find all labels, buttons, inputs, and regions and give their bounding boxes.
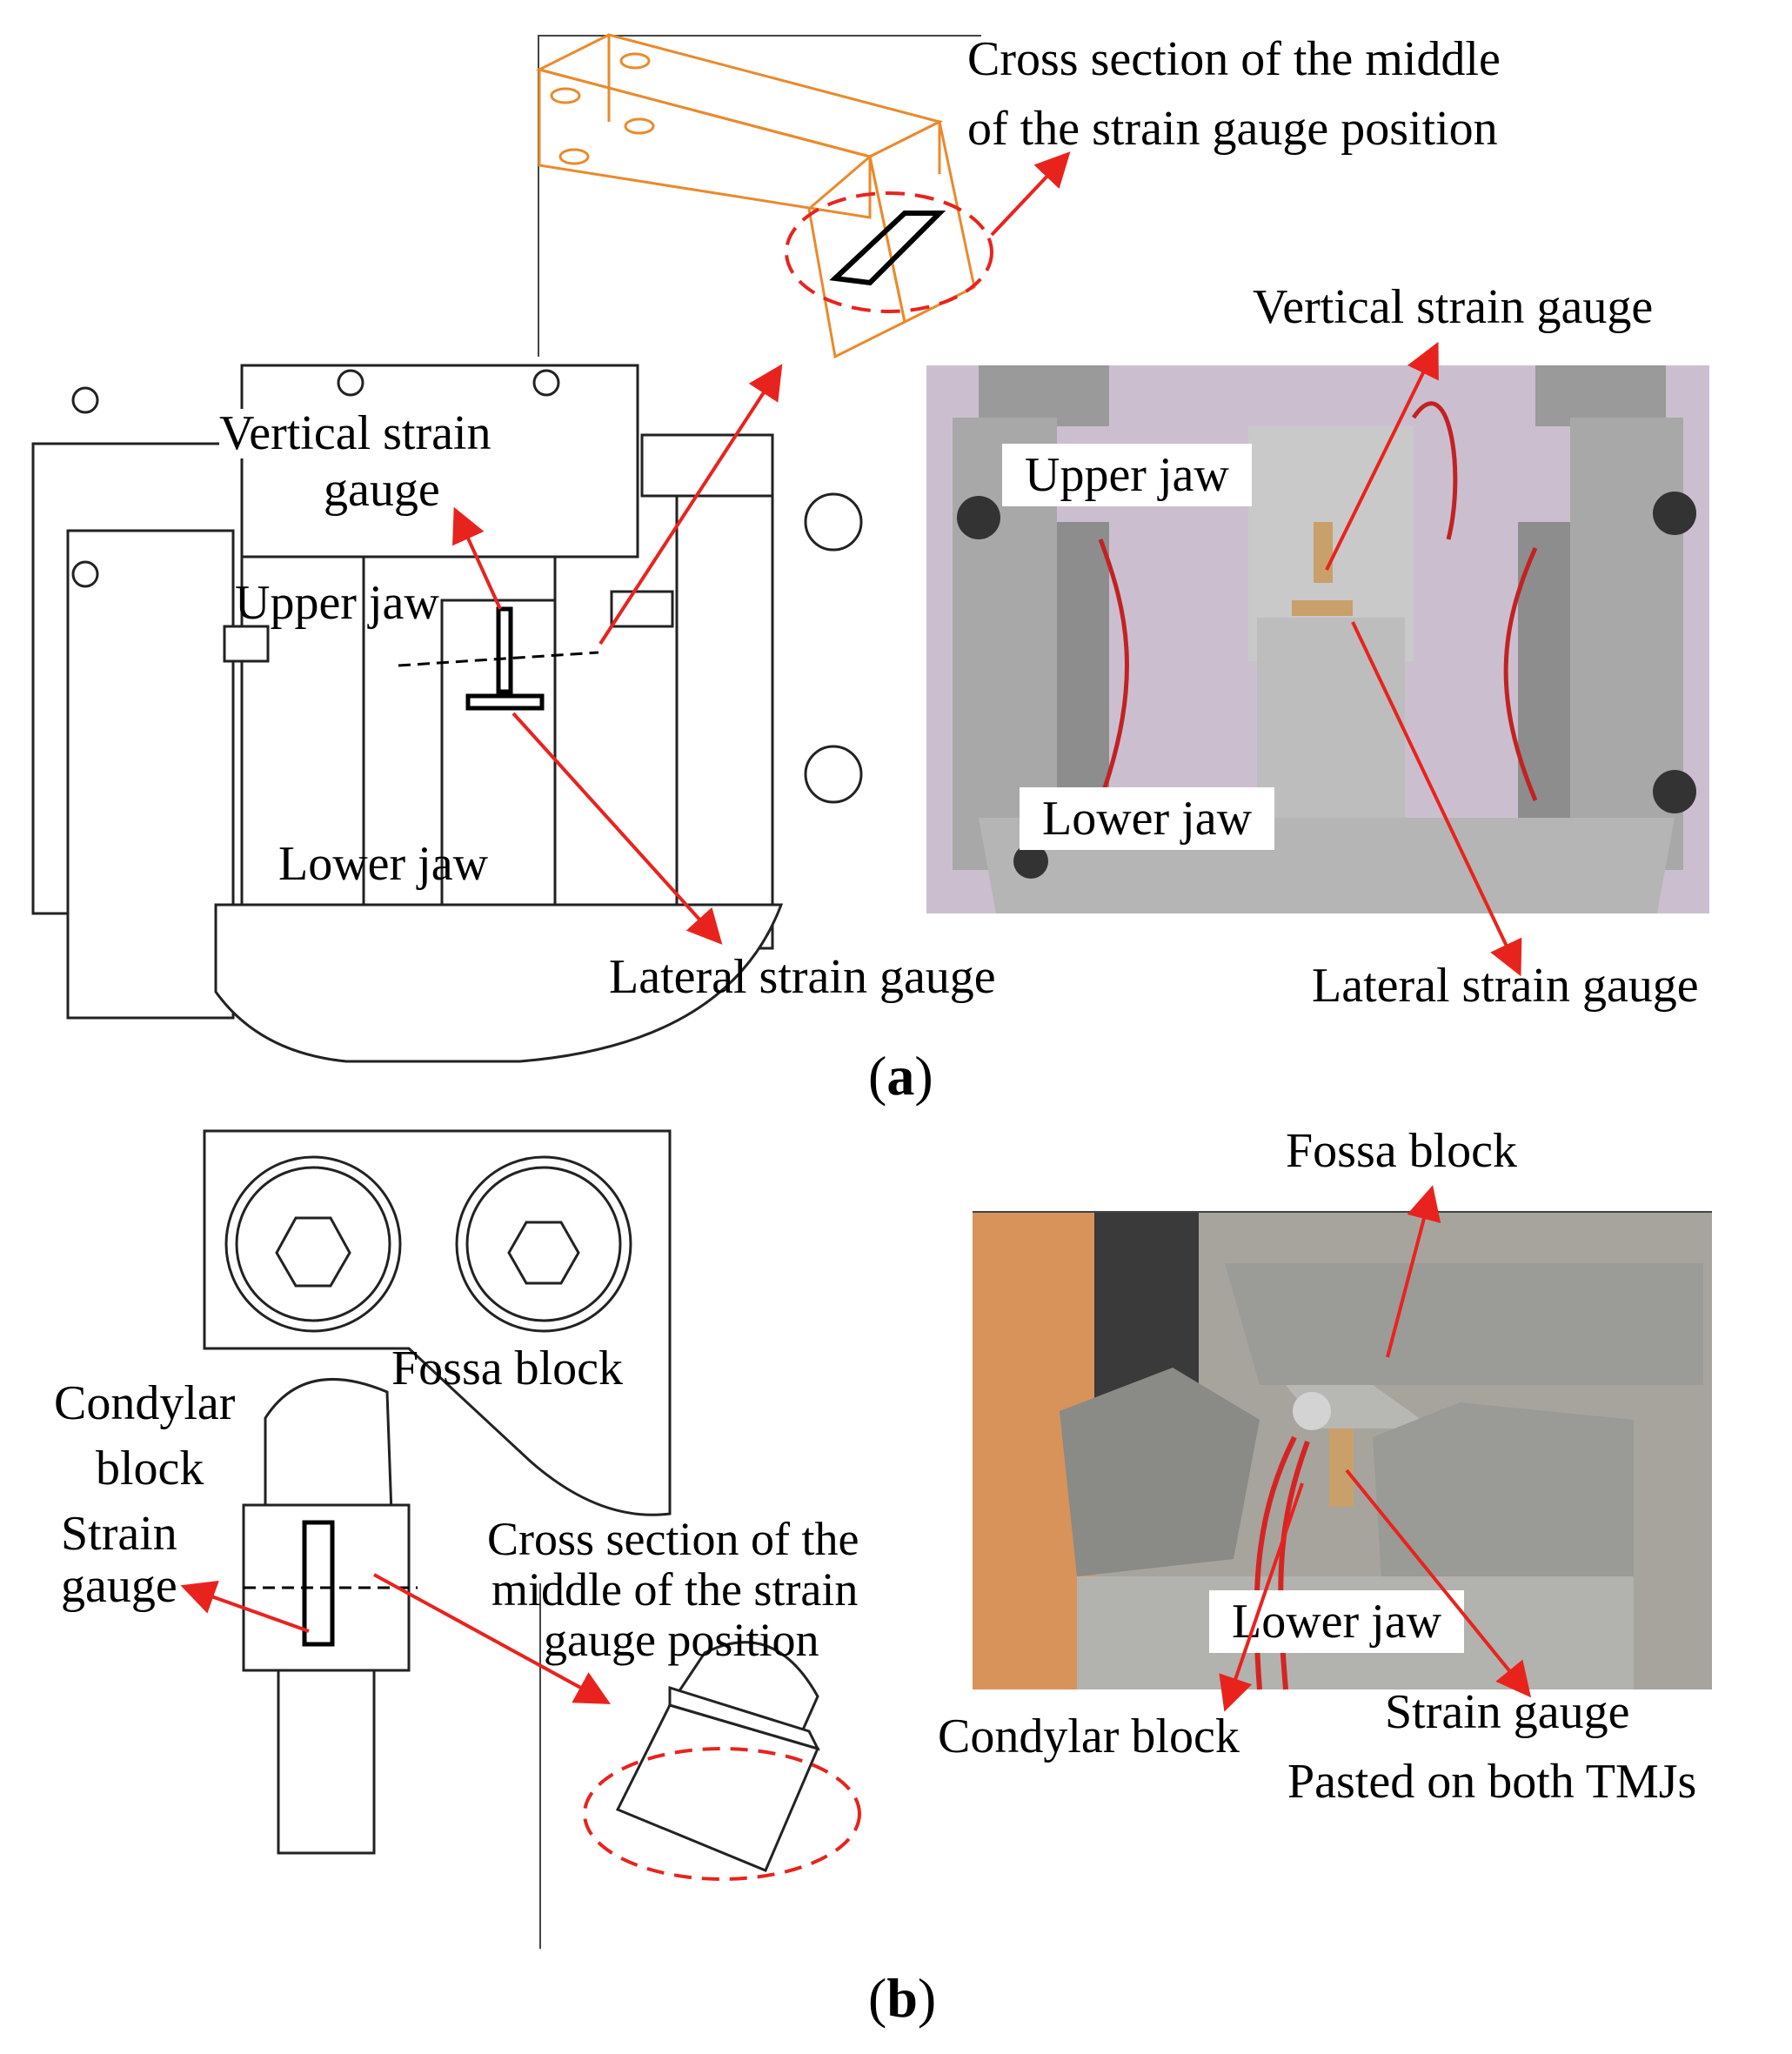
panel-a-caption: (a) — [868, 1045, 933, 1107]
photo-pasted-note-label: Pasted on both TMJs — [1287, 1755, 1697, 1809]
cad-cross-section-label-3: gauge position — [544, 1614, 819, 1666]
cad-condylar-label-1: Condylar — [54, 1376, 236, 1430]
b-cross-section-sketch — [583, 1641, 861, 1881]
cad-condylar-label-2: block — [96, 1442, 204, 1495]
cross-section-label-line-2: of the strain gauge position — [967, 102, 1498, 156]
photo-condylar-block-label: Condylar block — [938, 1709, 1240, 1763]
panel-b-annotation-arrows — [180, 1185, 1532, 1712]
jaw-assembly-cad-drawing — [31, 364, 863, 1063]
photo-lower-jaw-label: Lower jaw — [1020, 787, 1275, 850]
condyle-fossa-cad-drawing — [203, 1129, 672, 1855]
cad-cross-section-label-2: middle of the strain — [491, 1563, 859, 1616]
photo-upper-jaw-label: Upper jaw — [1002, 444, 1252, 506]
cad-vertical-gauge-label-2: gauge — [324, 463, 440, 517]
photo-b-lower-jaw-label: Lower jaw — [1209, 1590, 1465, 1653]
inset-top-line — [538, 35, 981, 37]
inset-divider-line — [538, 35, 539, 357]
cad-fossa-block-label: Fossa block — [391, 1341, 623, 1395]
cad-lateral-gauge-label: Lateral strain gauge — [609, 950, 996, 1004]
cad-strain-gauge-label-1: Strain — [61, 1507, 177, 1561]
panel-b-caption: (b) — [868, 1967, 937, 2029]
cad-cross-section-label-1: Cross section of the — [487, 1513, 859, 1565]
photo-vertical-gauge-label: Vertical strain gauge — [1253, 280, 1654, 334]
cross-section-label-line-1: Cross section of the middle — [967, 32, 1501, 86]
b-inset-divider-line — [539, 1583, 541, 1949]
cad-strain-gauge-label-2: gauge — [61, 1559, 177, 1613]
panel-a-annotation-arrows — [452, 151, 1522, 977]
b-photo-top-line — [973, 1211, 1712, 1213]
cross-section-3d-sketch — [535, 33, 993, 359]
photo-fossa-block-label: Fossa block — [1286, 1124, 1517, 1178]
cad-lower-jaw-label: Lower jaw — [278, 837, 489, 891]
cad-upper-jaw-label: Upper jaw — [235, 576, 439, 630]
cad-vertical-gauge-label-1: Vertical strain — [219, 406, 491, 460]
